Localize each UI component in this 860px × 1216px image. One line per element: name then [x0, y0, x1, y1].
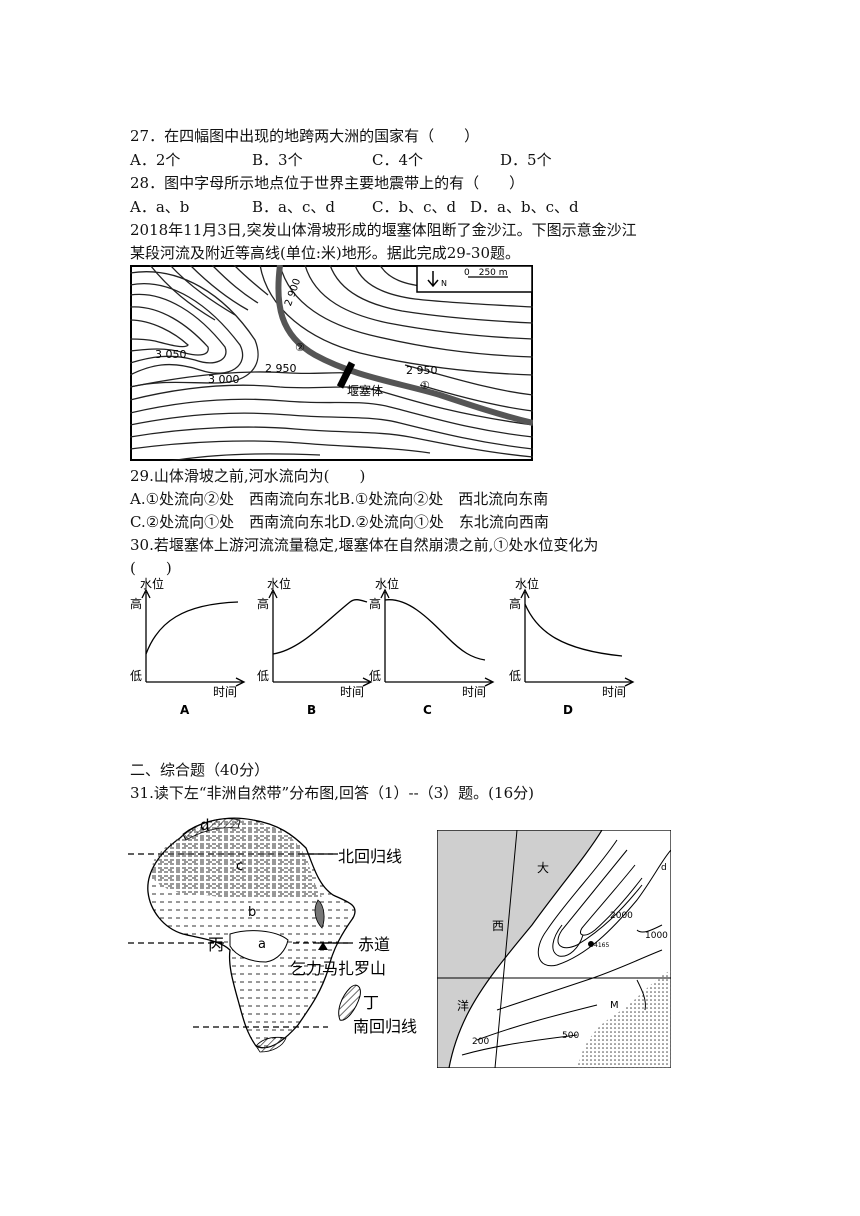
q27-option-d: D．5个 [500, 151, 552, 169]
relief-map: 大 西 洋 2000 1000 500 200 M 4165 d [437, 830, 671, 1068]
q28-option-a: A．a、b [130, 198, 190, 216]
q27-option-a: A．2个 [130, 151, 181, 169]
contour-label-3000: 3 000 [208, 373, 240, 386]
africa-label-bing: 丙 [208, 935, 224, 954]
graph-a-low: 低 [130, 669, 142, 683]
graph-c: 水位 高 低 时间 C [369, 576, 495, 717]
graph-b-ylabel: 水位 [267, 576, 291, 591]
relief-label-200: 200 [472, 1037, 489, 1047]
q29-option-row1: A.①处流向②处 西南流向东北B.①处流向②处 西北流向东南 [130, 489, 548, 509]
q28-option-c: C．b、c、d [372, 198, 457, 216]
relief-label-d: d [661, 863, 667, 873]
q28-options: A．a、b B．a、c、d C．b、c、d D．a、b、c、d [130, 197, 579, 217]
graph-d-letter: D [563, 703, 573, 717]
africa-label-d: d [200, 816, 210, 834]
relief-label-peak: 4165 [594, 942, 609, 949]
graph-c-letter: C [423, 703, 432, 717]
graph-b: 水位 高 低 时间 B [257, 576, 373, 717]
relief-label-yang: 洋 [457, 998, 469, 1013]
graph-a-letter: A [180, 703, 190, 717]
contour-label-3050: 3 050 [155, 348, 187, 361]
africa-label-tropic-n: 北回归线 [338, 847, 402, 866]
graph-c-ylabel: 水位 [375, 576, 399, 591]
graph-a: 水位 高 低 时间 A [130, 576, 246, 717]
africa-label-b: b [248, 905, 256, 920]
graph-b-xlabel: 时间 [340, 685, 364, 699]
graph-c-low: 低 [369, 669, 381, 683]
q31-stem: 31.读下左“非洲自然带”分布图,回答（1）--（3）题。(16分) [130, 784, 534, 802]
q29-option-b: B.①处流向②处 西北流向东南 [339, 490, 549, 508]
africa-map: d c b a 北回归线 赤道 丙 乞力马扎罗山 丁 南回归线 [128, 816, 417, 1053]
africa-label-equator: 赤道 [358, 935, 390, 954]
q27-option-b: B．3个 [252, 151, 303, 169]
contour-map: N 0 250 m 2 900 3 050 2 950 3 000 2 950 … [130, 265, 533, 461]
q28-option-d: D．a、b、c、d [470, 198, 579, 216]
q29-option-row2: C.②处流向①处 西南流向东北D.②处流向①处 东北流向西南 [130, 512, 549, 532]
q29-stem: 29.山体滑坡之前,河水流向为( ) [130, 467, 366, 485]
relief-label-500: 500 [562, 1031, 579, 1041]
point-2-label: ② [295, 341, 305, 354]
africa-label-ding: 丁 [363, 993, 379, 1012]
q29-option-c: C.②处流向①处 西南流向东北 [130, 513, 340, 531]
graph-d: 水位 高 低 时间 D [509, 576, 635, 717]
graph-b-low: 低 [257, 669, 269, 683]
relief-label-1000: 1000 [645, 931, 668, 941]
graph-a-ylabel: 水位 [140, 576, 164, 591]
q28-option-b: B．a、c、d [252, 198, 335, 216]
q30-stem-line1: 30.若堰塞体上游河流流量稳定,堰塞体在自然崩溃之前,①处水位变化为 [130, 536, 599, 554]
relief-label-xi: 西 [492, 919, 504, 933]
graph-d-low: 低 [509, 669, 521, 683]
scale-label: 0 250 m [464, 268, 508, 278]
graph-c-xlabel: 时间 [462, 685, 486, 699]
africa-label-kilimanjaro: 乞力马扎罗山 [290, 959, 386, 978]
contour-label-2950-left: 2 950 [265, 362, 297, 375]
contour-label-2950-right: 2 950 [406, 364, 438, 377]
section2-title: 二、综合题（40分） [130, 761, 270, 779]
relief-label-da: 大 [537, 861, 549, 875]
q29-option-a: A.①处流向②处 西南流向东北 [130, 490, 340, 508]
intro-line2: 某段河流及附近等高线(单位:米)地形。据此完成29-30题。 [130, 244, 521, 262]
q30-stem-line2: ( ) [130, 559, 172, 577]
relief-label-2000: 2000 [610, 911, 633, 921]
graph-d-ylabel: 水位 [515, 576, 539, 591]
graph-d-high: 高 [509, 596, 521, 611]
africa-label-c: c [236, 859, 243, 874]
graph-b-letter: B [307, 703, 316, 717]
africa-label-tropic-s: 南回归线 [353, 1017, 417, 1036]
q28-stem: 28．图中字母所示地点位于世界主要地震带上的有（ ） [130, 174, 525, 192]
dam-label: 堰塞体 [347, 383, 383, 398]
q27-option-c: C．4个 [372, 151, 424, 169]
q27-stem: 27．在四幅图中出现的地跨两大洲的国家有（ ） [130, 127, 480, 145]
graph-d-xlabel: 时间 [602, 685, 626, 699]
north-label: N [441, 279, 447, 288]
graph-a-xlabel: 时间 [213, 685, 237, 699]
graph-c-high: 高 [369, 596, 381, 611]
graph-b-high: 高 [257, 596, 269, 611]
point-1-label: ① [420, 379, 430, 392]
relief-label-m: M [610, 1000, 619, 1011]
q27-options: A．2个 B．3个 C．4个 D．5个 [130, 150, 552, 170]
q29-option-d: D.②处流向①处 东北流向西南 [339, 513, 549, 531]
graph-a-high: 高 [130, 596, 142, 611]
africa-label-a: a [258, 937, 266, 952]
intro-line1: 2018年11月3日,突发山体滑坡形成的堰塞体阻断了金沙江。下图示意金沙江 [130, 221, 637, 239]
